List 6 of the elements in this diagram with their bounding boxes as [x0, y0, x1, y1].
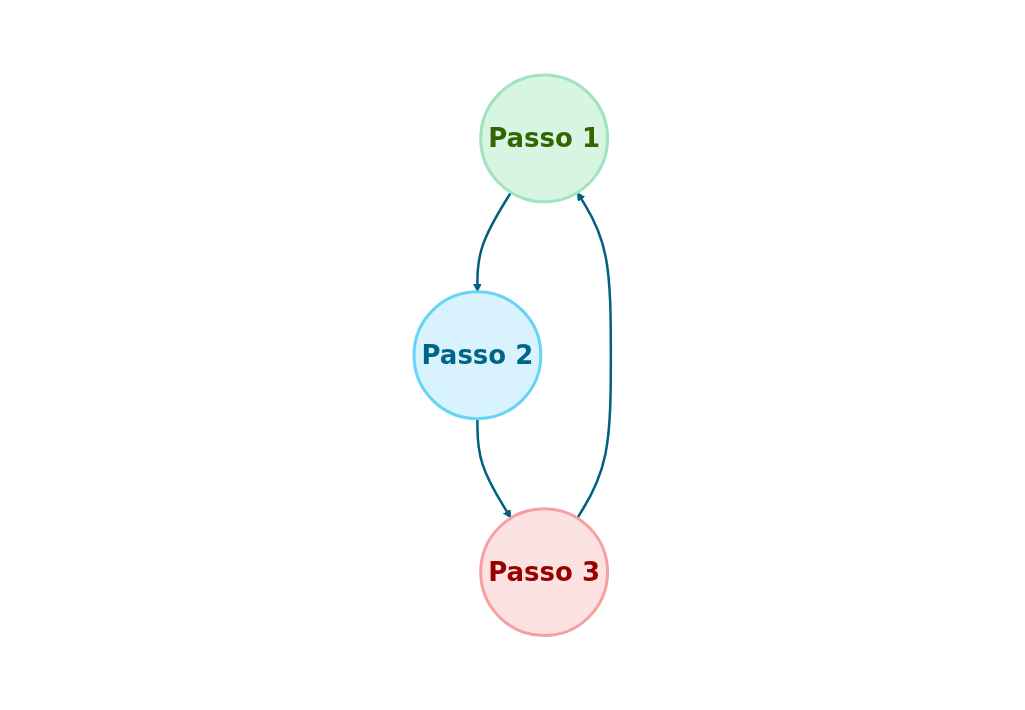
arrow: [473, 191, 513, 292]
arrow: [476, 418, 512, 519]
node-circle: Passo 1: [479, 73, 610, 204]
arrow: [576, 191, 613, 519]
node-circle: Passo 2: [412, 290, 543, 420]
node-circle: Passo 3: [479, 506, 610, 637]
